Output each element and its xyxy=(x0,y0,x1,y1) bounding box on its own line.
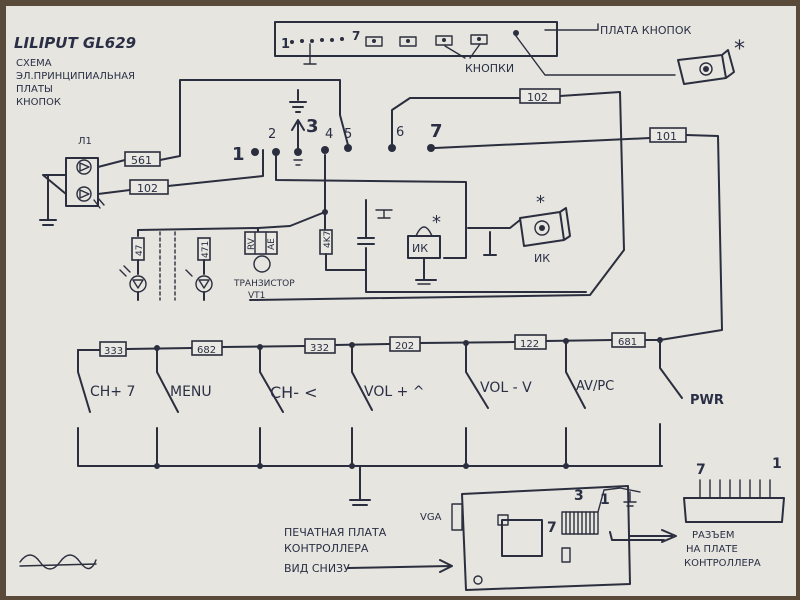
pin-label: 4 xyxy=(325,127,333,142)
strip-pin-7: 7 xyxy=(352,29,360,43)
vga-label: VGA xyxy=(420,512,442,523)
key-label: VOL + ^ xyxy=(364,384,425,400)
controller-pin-1: 1 xyxy=(600,492,610,508)
transistor-label-1: ТРАНЗИСТОР xyxy=(233,279,295,289)
transistor-label-2: VT1 xyxy=(248,291,265,301)
transistor-pin-rv: RV xyxy=(247,237,257,250)
subtitle-line: КНОПОК xyxy=(16,97,61,108)
key-label: VOL - V xyxy=(480,380,532,396)
subtitle-line: ЭЛ.ПРИНЦИПИАЛЬНАЯ xyxy=(16,71,135,82)
resistor-102-left: 102 xyxy=(137,182,158,195)
resistor-471: 471 xyxy=(201,241,211,258)
strip-pins xyxy=(290,37,344,44)
controller-label-line: КОНТРОЛЛЕРА xyxy=(284,542,369,555)
controller-label: ПЕЧАТНАЯ ПЛАТА КОНТРОЛЛЕРА ВИД СНИЗУ xyxy=(284,526,453,575)
subtitle-line: СХЕМА xyxy=(16,58,52,69)
transistor-block: 47 471 RV AE ТРАНЗИСТОР VT1 xyxy=(119,211,326,301)
pin-label: 2 xyxy=(268,127,276,142)
controller-board: VGA 7 3 1 xyxy=(420,485,677,591)
key-label: AV/PC xyxy=(576,379,614,394)
key-label: PWR xyxy=(690,393,724,408)
controller-label-line: ПЕЧАТНАЯ ПЛАТА xyxy=(284,526,387,539)
connector-label-line: КОНТРОЛЛЕРА xyxy=(684,558,761,569)
key-label: CH- < xyxy=(270,383,317,402)
ir-module-label: ИК xyxy=(534,252,550,265)
pin-label: 5 xyxy=(344,127,352,142)
chain-resistor: 122 xyxy=(520,339,539,350)
chain-resistor: 332 xyxy=(310,343,329,354)
connector-label-line: НА ПЛАТЕ xyxy=(686,544,738,555)
key-label: CH+ 7 xyxy=(90,384,135,400)
pins-row: 3 1 2 4 5 6 7 xyxy=(232,89,443,166)
resistor-561: 561 xyxy=(131,154,152,167)
star-mark: * xyxy=(734,37,745,62)
ir-module: * ИК xyxy=(519,192,571,265)
paper xyxy=(6,6,796,596)
led-label: Л1 xyxy=(78,136,92,147)
controller-connector: 7 1 РАЗЪЕМ НА ПЛАТЕ КОНТРОЛЛЕРА xyxy=(683,456,785,569)
strip-pin-1: 1 xyxy=(281,37,290,52)
top-right-wiring: 102 101 xyxy=(249,88,723,341)
controller-pin-7: 7 xyxy=(547,520,557,536)
subtitle-block: СХЕМА ЭЛ.ПРИНЦИПИАЛЬНАЯ ПЛАТЫ КНОПОК xyxy=(16,58,135,108)
pin-label: 6 xyxy=(396,125,404,140)
pin-label: 1 xyxy=(232,144,245,165)
resistor-47: 47 xyxy=(135,245,145,256)
controller-pin-3: 3 xyxy=(574,488,584,504)
subtitle-line: ПЛАТЫ xyxy=(16,84,53,95)
resistor-101: 101 xyxy=(656,130,677,143)
transistor-pin-ae: AE xyxy=(267,238,277,250)
buttons-label: КНОПКИ xyxy=(465,62,514,75)
connector-pin-7: 7 xyxy=(696,462,706,478)
button-chain: 333 682 332 202 122 681 CH+ 7 MENU CH- <… xyxy=(77,332,724,506)
middle-section: 4K7 ИК * xyxy=(275,151,587,293)
controller-label-line: ВИД СНИЗУ xyxy=(284,562,350,575)
ir-module-star: * xyxy=(536,192,545,213)
resistor-102-right: 102 xyxy=(527,91,548,104)
pin-label-3-marker: 3 xyxy=(306,116,319,137)
ir-star-mark: * xyxy=(432,212,441,233)
chain-resistor: 202 xyxy=(395,341,414,352)
chain-resistor: 333 xyxy=(104,346,123,357)
key-label: MENU xyxy=(170,384,212,400)
ir-sensor-sketch xyxy=(677,49,735,85)
signature-scribble xyxy=(19,554,97,570)
board-label: ПЛАТА КНОПОК xyxy=(600,24,691,37)
chain-resistor: 681 xyxy=(618,337,637,348)
connector-label-line: РАЗЪЕМ xyxy=(692,530,735,541)
button-board: 1 7 ПЛАТА КНОПОК КНОПКИ * xyxy=(274,21,745,85)
pin-label: 7 xyxy=(430,121,443,142)
board-buttons xyxy=(365,30,519,47)
connector-pin-1: 1 xyxy=(772,456,782,472)
led-section: Л1 561 102 xyxy=(39,79,349,226)
title-text: LILIPUT GL629 xyxy=(14,34,136,52)
resistor-4k7: 4K7 xyxy=(323,231,333,248)
chain-resistor: 682 xyxy=(197,345,216,356)
ir-receiver-label: ИК xyxy=(412,242,428,255)
